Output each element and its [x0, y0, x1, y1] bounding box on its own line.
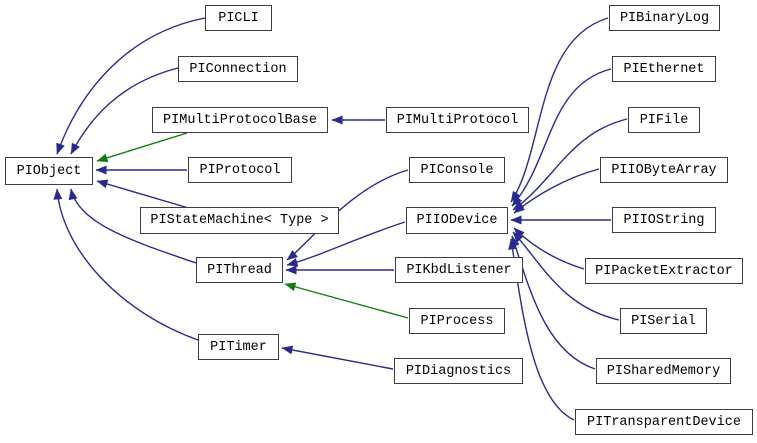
edge-piconnection-to-piobject: [70, 67, 179, 155]
class-node-piconnection[interactable]: PIConnection: [178, 56, 298, 82]
edge-picli-to-piobject: [56, 17, 206, 155]
edge-pidiagnostics-to-pitimer: [281, 345, 394, 370]
class-node-pimultiprotocol[interactable]: PIMultiProtocol: [386, 107, 529, 133]
class-node-picli[interactable]: PICLI: [205, 5, 272, 31]
class-node-piprocess[interactable]: PIProcess: [409, 308, 505, 334]
class-node-piconsole[interactable]: PIConsole: [409, 157, 505, 183]
edge-piserial-to-piiodevice: [512, 231, 620, 321]
class-node-piserial[interactable]: PISerial: [620, 308, 707, 334]
edge-piiodevice-to-pithread: [286, 221, 406, 267]
class-node-pidiagnostics[interactable]: PIDiagnostics: [394, 358, 523, 384]
edge-pitimer-to-piobject: [53, 188, 199, 341]
edge-pisharedmemory-to-piiodevice: [511, 235, 596, 370]
edge-piprocess-to-pithread: [284, 282, 409, 319]
class-node-pistatemachine[interactable]: PIStateMachine< Type >: [140, 207, 339, 234]
class-node-pimultiprotocolbase[interactable]: PIMultiProtocolBase: [152, 107, 328, 133]
edge-pistatemachine-to-piobject: [96, 179, 193, 210]
class-node-pitimer[interactable]: PITimer: [198, 334, 279, 360]
edge-pimultiprotocolbase-to-piobject: [96, 132, 188, 163]
class-node-pisharedmemory[interactable]: PISharedMemory: [596, 358, 731, 384]
class-node-piprotocol[interactable]: PIProtocol: [188, 157, 292, 183]
class-node-piobject[interactable]: PIObject: [5, 157, 93, 185]
class-node-pitransparentdevice[interactable]: PITransparentDevice: [575, 409, 753, 435]
edge-pifile-to-piiodevice: [512, 118, 628, 211]
class-node-piiodevice[interactable]: PIIODevice: [406, 207, 508, 234]
edge-pipacketextractor-to-piiodevice: [513, 227, 585, 270]
edge-pibinarylog-to-piiodevice: [510, 17, 609, 203]
edge-piethernet-to-piiodevice: [511, 68, 612, 207]
class-node-pifile[interactable]: PIFile: [628, 107, 700, 133]
class-node-pipacketextractor[interactable]: PIPacketExtractor: [585, 258, 743, 284]
edge-piiobytearray-to-piiodevice: [513, 168, 600, 214]
class-node-pithread[interactable]: PIThread: [196, 257, 283, 283]
class-node-piiostring[interactable]: PIIOString: [612, 207, 716, 233]
class-node-pikbdlistener[interactable]: PIKbdListener: [395, 257, 523, 283]
edge-pithread-to-piobject: [68, 188, 197, 264]
class-node-pibinarylog[interactable]: PIBinaryLog: [609, 5, 720, 31]
class-node-piiobytearray[interactable]: PIIOByteArray: [600, 157, 728, 183]
class-node-piethernet[interactable]: PIEthernet: [612, 56, 716, 82]
